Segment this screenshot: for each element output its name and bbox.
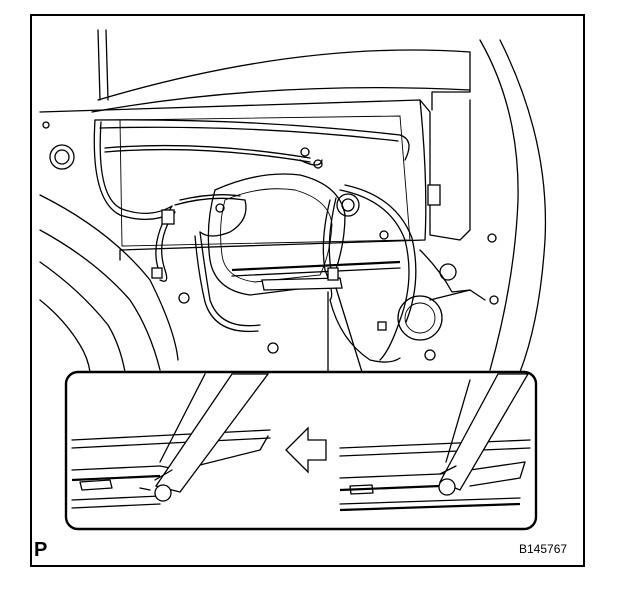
corner-label: P <box>34 539 48 561</box>
wire-harness <box>93 119 417 363</box>
glass-channel-rail <box>231 249 486 301</box>
left-arrow-icon <box>285 426 327 474</box>
figure-id: B145767 <box>519 542 568 556</box>
panel-holes <box>42 121 499 361</box>
service-hole <box>207 173 346 296</box>
door-inner-panel <box>39 29 547 373</box>
callout-pointer <box>327 287 363 373</box>
detail-before <box>71 373 271 509</box>
detail-after <box>339 373 531 512</box>
detail-inset <box>64 370 538 531</box>
clips <box>151 184 441 331</box>
